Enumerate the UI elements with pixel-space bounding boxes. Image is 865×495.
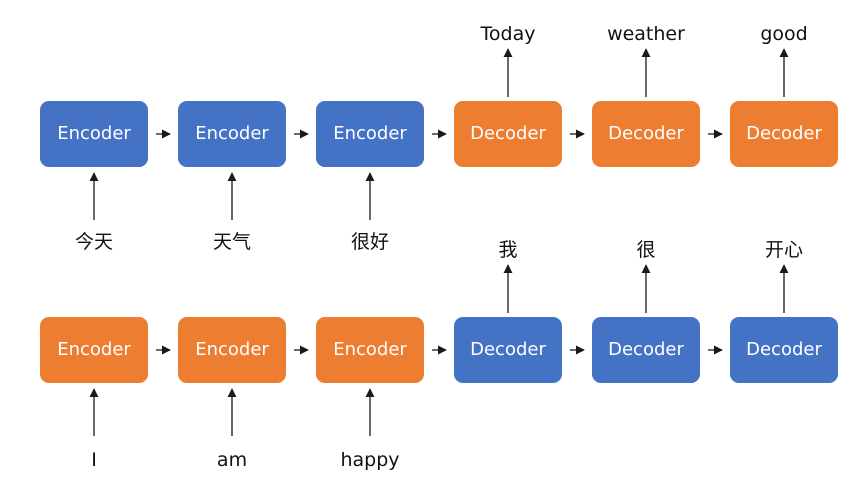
input-token-label: am	[216, 449, 248, 471]
output-token-label: Today	[480, 23, 536, 45]
output-token-label: good	[760, 23, 808, 45]
encoder-box: Encoder	[178, 317, 286, 383]
input-token-label: I	[91, 449, 97, 471]
input-token-label: 天气	[212, 231, 251, 253]
output-token-label: 开心	[764, 239, 803, 261]
decoder-box: Decoder	[592, 101, 700, 167]
output-token-label: 很	[636, 239, 656, 261]
decoder-box: Decoder	[454, 101, 562, 167]
decoder-box: Decoder	[592, 317, 700, 383]
decoder-box: Decoder	[730, 101, 838, 167]
output-token-label: 我	[498, 239, 518, 261]
input-token-label: 今天	[74, 231, 113, 253]
encoder-box: Encoder	[316, 101, 424, 167]
output-token-label: weather	[607, 23, 685, 45]
decoder-box: Decoder	[454, 317, 562, 383]
encoder-box: Encoder	[40, 101, 148, 167]
encoder-box: Encoder	[178, 101, 286, 167]
encoder-box: Encoder	[316, 317, 424, 383]
encoder-box: Encoder	[40, 317, 148, 383]
input-token-label: 很好	[350, 231, 389, 253]
decoder-box: Decoder	[730, 317, 838, 383]
input-token-label: happy	[340, 449, 400, 471]
